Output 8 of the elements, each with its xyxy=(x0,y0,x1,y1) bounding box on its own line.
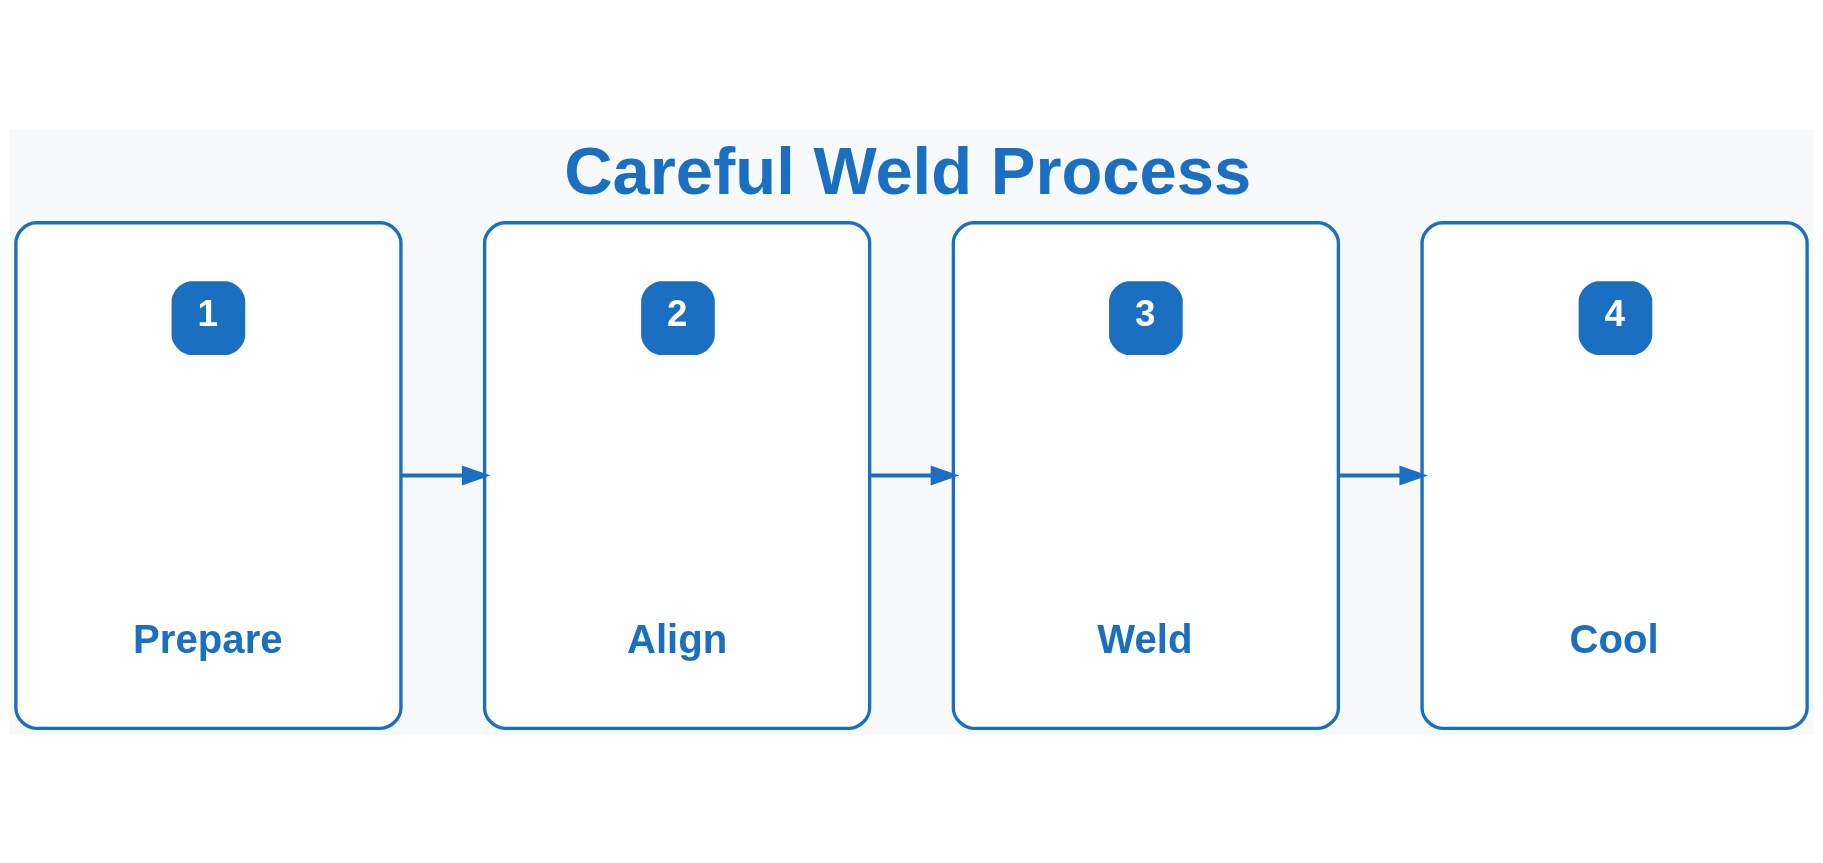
arrow xyxy=(1338,465,1428,485)
node-box: 4 Cool xyxy=(1420,220,1809,730)
arrow xyxy=(401,465,491,485)
node-box: 3 Weld xyxy=(951,220,1341,730)
diagram-title: Careful Weld Process xyxy=(564,132,1252,208)
node-box: 2 Align xyxy=(482,220,872,730)
node-box: 1 Prepare xyxy=(14,220,403,730)
arrow xyxy=(870,465,960,485)
